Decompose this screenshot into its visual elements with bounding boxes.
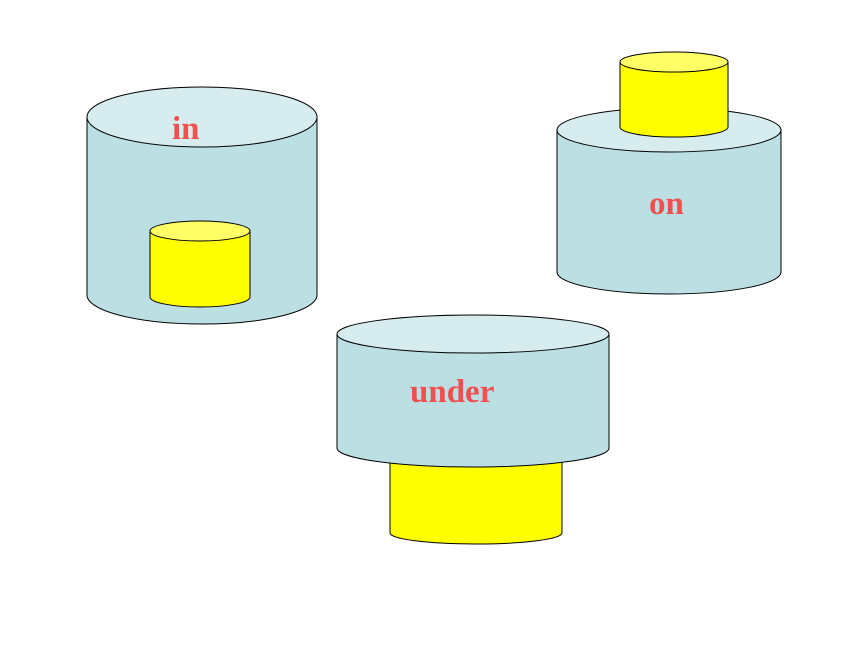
under-label: under <box>410 374 494 410</box>
in-label: in <box>172 111 200 147</box>
in-small-cylinder-body <box>149 230 251 308</box>
on-label: on <box>649 186 684 222</box>
in-small-cylinder-top <box>149 220 251 242</box>
scene-in: in <box>86 86 318 325</box>
in-large-cylinder-top <box>86 86 318 148</box>
scene-on: on <box>556 51 782 295</box>
on-small-cylinder-top <box>619 51 729 73</box>
in-large-cylinder-body <box>86 116 318 325</box>
on-small-cylinder-body <box>619 61 729 138</box>
under-small-cylinder-body <box>389 454 563 545</box>
scene-under: under <box>336 314 610 545</box>
on-large-cylinder-body <box>556 129 782 295</box>
under-large-cylinder-top <box>336 314 610 354</box>
under-large-cylinder-body <box>336 333 610 468</box>
